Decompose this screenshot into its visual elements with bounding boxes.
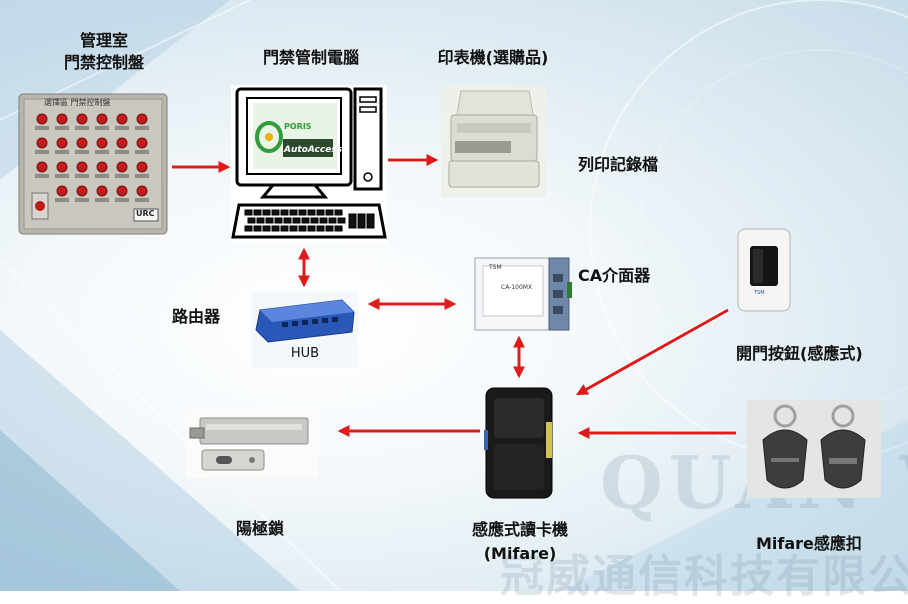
exit-button-device: TSM xyxy=(737,228,791,312)
arrow-button-to-reader xyxy=(575,308,729,396)
computer-device: PORIS AutoAccess xyxy=(231,85,387,243)
software-name-text: AutoAccess xyxy=(284,145,343,155)
electric-lock-device xyxy=(186,410,318,478)
interface-brand-text: TSM xyxy=(489,264,502,271)
control-panel-device: 選擇區 門禁控制盤 URC xyxy=(18,93,168,235)
computer-label: 門禁管制電腦 xyxy=(262,48,359,67)
button-brand-text: TSM xyxy=(754,290,765,296)
card-reader-device xyxy=(484,386,564,502)
keyfob-device xyxy=(747,400,881,498)
hub-label-text: HUB xyxy=(290,346,320,361)
control-panel-label: 管理室 門禁控制盤 xyxy=(48,30,160,74)
panel-brand-text: URC xyxy=(136,209,155,218)
lock-label: 陽極鎖 xyxy=(236,519,285,538)
hub-device: HUB xyxy=(252,292,358,368)
card-reader-label-line1: 感應式讀卡機 xyxy=(471,520,568,539)
panel-header-text: 選擇區 門禁控制盤 xyxy=(44,98,111,107)
ca-interface-device: TSM CA-100MX xyxy=(473,256,573,332)
card-reader-label: 感應式讀卡機 (Mifare) xyxy=(440,518,600,566)
card-reader-label-line2: (Mifare) xyxy=(483,544,557,563)
keyfob-label: Mifare感應扣 xyxy=(756,534,862,553)
software-brand-text: PORIS xyxy=(284,122,312,131)
ca-interface-label: CA介面器 xyxy=(578,266,651,285)
exit-button-label: 開門按鈕(感應式) xyxy=(736,344,863,363)
connection-arrows xyxy=(172,154,736,439)
control-panel-label-line1: 管理室 xyxy=(79,31,128,50)
printer-label: 印表機(選購品) xyxy=(437,48,549,67)
router-label: 路由器 xyxy=(172,307,221,326)
printer-device xyxy=(441,85,546,197)
interface-model-text: CA-100MX xyxy=(501,284,533,291)
control-panel-label-line2: 門禁控制盤 xyxy=(63,53,144,72)
print-log-label: 列印記錄檔 xyxy=(578,155,659,174)
